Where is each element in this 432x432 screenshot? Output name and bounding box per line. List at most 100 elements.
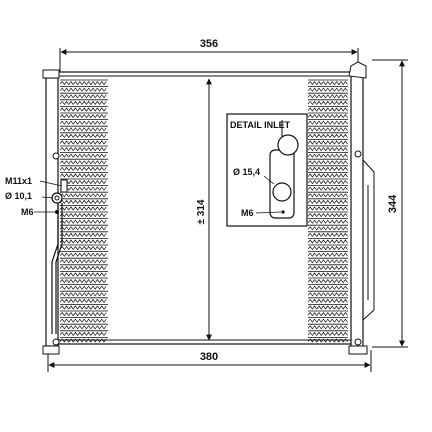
fin-row [307, 213, 348, 218]
condenser-core [55, 71, 360, 345]
fins-right [307, 79, 348, 343]
fin-row [307, 140, 348, 145]
fin-row [59, 173, 107, 178]
fin-row [59, 232, 107, 237]
fin-row [59, 272, 107, 277]
pipe-end-circle [277, 134, 299, 156]
fin-row [59, 100, 107, 105]
fin-row [307, 147, 348, 152]
fin-row [59, 312, 107, 317]
fin-row [307, 331, 348, 336]
fin-row [59, 259, 107, 264]
right-bracket [362, 159, 375, 321]
fin-row [307, 94, 348, 99]
fin-row [307, 279, 348, 284]
fin-row [59, 166, 107, 171]
bottom-dimension: 380 [47, 350, 372, 372]
fin-row [307, 285, 348, 290]
fin-row [59, 160, 107, 165]
fin-row [307, 120, 348, 125]
top-dimension: 356 [59, 38, 359, 72]
bracket-hole [52, 338, 60, 346]
fin-row [307, 305, 348, 310]
fin-row [59, 140, 107, 145]
fin-row [59, 180, 107, 185]
fin-row [307, 272, 348, 277]
fin-row [307, 206, 348, 211]
detail-bolt-point [281, 210, 285, 214]
fin-row [307, 338, 348, 343]
fin-row [307, 292, 348, 297]
fin-row [307, 153, 348, 158]
fin-row [59, 226, 107, 231]
fin-row [59, 120, 107, 125]
fin-row [59, 193, 107, 198]
fin-row [59, 147, 107, 152]
fin-row [307, 226, 348, 231]
fin-row [59, 199, 107, 204]
left-inlet-pipe [51, 179, 68, 334]
fin-row [307, 318, 348, 323]
bracket-hole [354, 150, 362, 158]
fin-row [59, 246, 107, 251]
fin-row [59, 252, 107, 257]
fin-row [59, 292, 107, 297]
dimension-344: 344 [387, 194, 399, 213]
fin-row [59, 153, 107, 158]
fin-row [307, 239, 348, 244]
fin-row [59, 305, 107, 310]
detail-diameter: Ø 15,4 [233, 167, 260, 177]
callout-thread: M11x1 [5, 176, 32, 186]
fin-row [307, 160, 348, 165]
tank-cap [348, 61, 367, 79]
fin-row [307, 186, 348, 191]
fin-row [59, 219, 107, 224]
fin-row [59, 94, 107, 99]
right-tank [348, 61, 375, 355]
fin-row [59, 186, 107, 191]
fins-left [59, 79, 108, 343]
callout-bolt: M6 [21, 207, 34, 217]
fin-row [307, 219, 348, 224]
fin-row [59, 298, 107, 303]
fin-row [59, 81, 107, 86]
fin-row [59, 318, 107, 323]
fin-row [59, 206, 107, 211]
fin-row [307, 127, 348, 132]
fin-row [59, 331, 107, 336]
fin-row [59, 285, 107, 290]
fin-row [307, 246, 348, 251]
detail-bolt: M6 [241, 208, 254, 218]
fin-row [59, 87, 107, 92]
fin-row [307, 259, 348, 264]
fin-row [307, 199, 348, 204]
core-height-dimension: ± 314 [196, 78, 212, 341]
fin-row [307, 298, 348, 303]
inlet-port-circle [272, 182, 292, 202]
fin-row [307, 312, 348, 317]
left-callouts: M11x1 Ø 10,1 M6 [5, 176, 63, 217]
fin-row [59, 107, 107, 112]
bracket-hole [52, 152, 60, 160]
fin-row [59, 127, 107, 132]
dimension-314: ± 314 [196, 199, 207, 224]
fin-row [307, 173, 348, 178]
fin-row [307, 133, 348, 138]
fin-row [307, 100, 348, 105]
fin-row [307, 252, 348, 257]
fin-row [307, 180, 348, 185]
fin-row [59, 114, 107, 119]
dimension-356: 356 [200, 38, 218, 50]
fin-row [307, 232, 348, 237]
detail-inlet-box: DETAIL INLET Ø 15,4 M6 [226, 113, 308, 227]
fin-row [307, 114, 348, 119]
fin-row [59, 213, 107, 218]
fin-row [59, 325, 107, 330]
right-dimension: 344 [372, 59, 408, 348]
fin-row [59, 338, 107, 343]
fin-row [307, 107, 348, 112]
fin-row [307, 81, 348, 86]
fin-row [307, 265, 348, 270]
